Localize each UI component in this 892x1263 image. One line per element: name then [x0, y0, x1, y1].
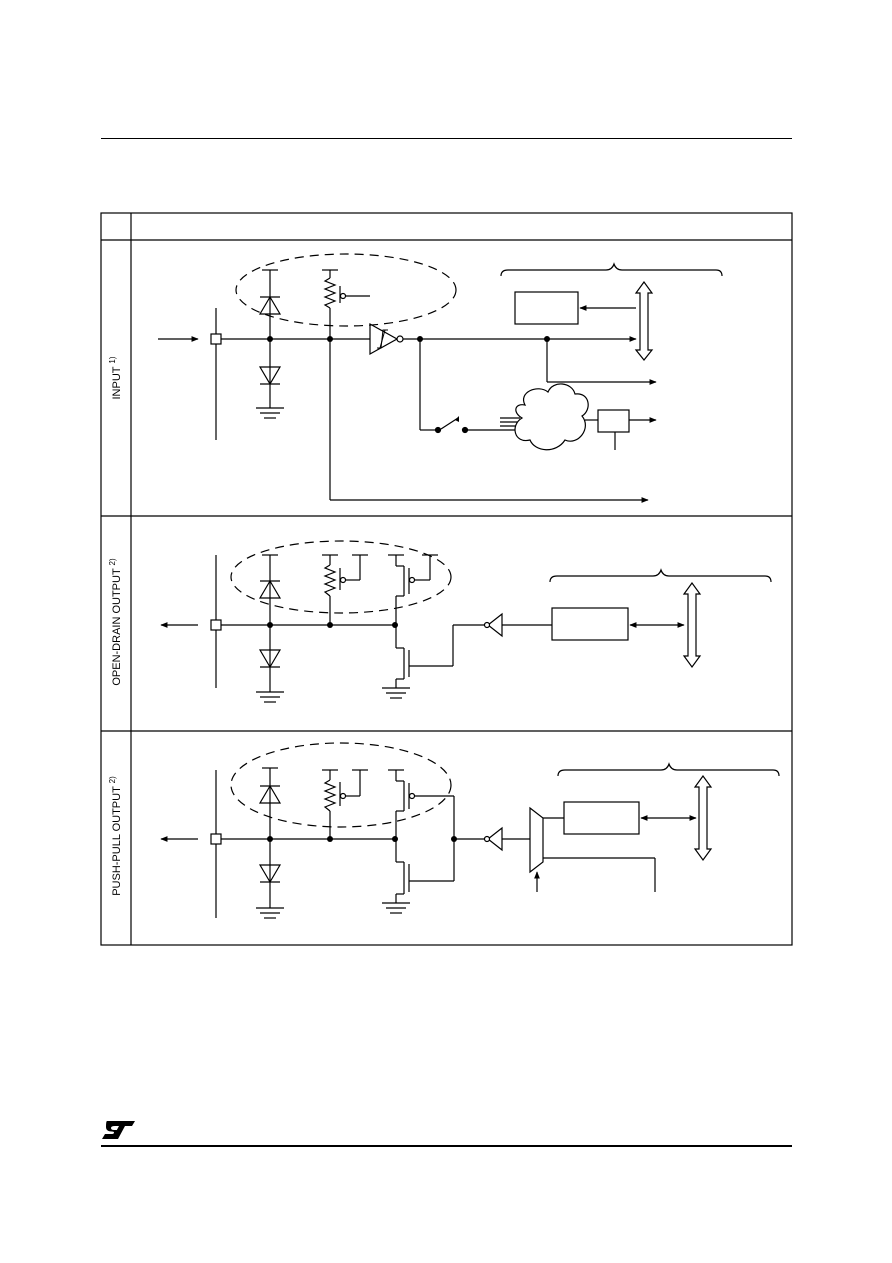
interrupt-logic-cloud [514, 383, 589, 451]
input-junctions [267, 336, 550, 342]
data-bus [693, 774, 713, 862]
diode-upper [258, 295, 282, 315]
bracket-input [500, 262, 723, 277]
row-label-push-pull: PUSH-PULL OUTPUT 2) [108, 776, 123, 896]
st-logo [101, 1118, 137, 1147]
data-bus [682, 581, 702, 669]
register-box [563, 801, 640, 835]
table-frame [100, 212, 793, 946]
push-pull-junctions [267, 836, 457, 842]
row-label-input: INPUT 1) [108, 356, 123, 399]
input-schematic [158, 253, 723, 503]
register-box [514, 291, 579, 325]
pull-up-ellipse [235, 253, 457, 327]
header-rule [101, 138, 792, 139]
diode-lower [258, 366, 282, 386]
footer-rule [101, 1145, 792, 1147]
bracket-open-drain [549, 568, 772, 583]
st-logo-icon [102, 1121, 135, 1139]
push-pull-schematic [160, 742, 780, 919]
row-label-open-drain: OPEN-DRAIN OUTPUT 2) [108, 558, 123, 686]
latch-box [597, 409, 630, 433]
open-drain-schematic [160, 540, 772, 703]
open-drain-junctions [267, 622, 398, 628]
svg-text:OPEN-DRAIN OUTPUT 2): OPEN-DRAIN OUTPUT 2) [108, 558, 123, 686]
svg-text:PUSH-PULL OUTPUT 2): PUSH-PULL OUTPUT 2) [108, 776, 123, 896]
svg-text:INPUT 1): INPUT 1) [108, 356, 123, 399]
register-box [551, 607, 629, 641]
data-bus [634, 280, 654, 361]
bracket-push-pull [557, 762, 780, 777]
pad-square [210, 333, 222, 345]
schmitt-trigger [369, 322, 399, 356]
multiplexer [529, 806, 544, 874]
